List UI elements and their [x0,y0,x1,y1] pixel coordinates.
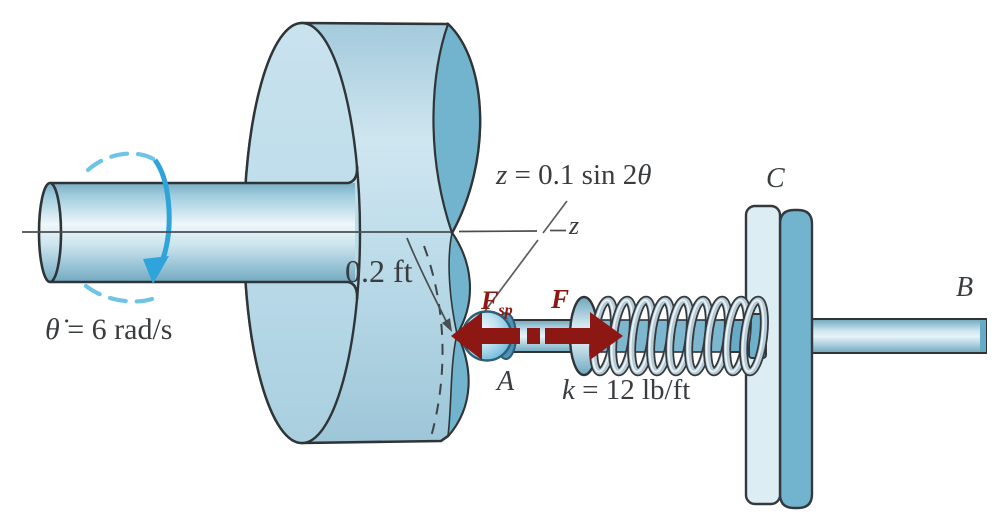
force-arrow-right [545,312,623,360]
cam-cylinder [242,21,482,445]
point-b-label: B [956,272,974,303]
arrow-dash [527,328,540,344]
cam-dimension-label: 0.2 ft [345,253,413,289]
spring-force-label: Fsp [481,286,513,320]
spring-force-arrow-left [451,312,520,360]
point-c-label: C [766,163,785,194]
rotation-arrow-icon [83,151,172,304]
rod-b [809,318,987,354]
point-a-label: A [497,366,515,397]
dimension-arrowhead [442,318,452,332]
z-axis-label: z [569,211,580,240]
force-arrows-icon [451,312,623,360]
force-label: F [551,284,570,314]
angular-velocity-label: θ̇ = 6 rad/s [45,313,173,346]
cam-hidden-profile-dashed [423,245,444,438]
cam-equation-label: z = 0.1 sin 2θ [496,159,652,191]
spring-stiffness-label: k = 12 lb/ft [562,374,691,406]
cam-face-lower [446,331,470,439]
axis-and-leader-lines [22,200,568,326]
